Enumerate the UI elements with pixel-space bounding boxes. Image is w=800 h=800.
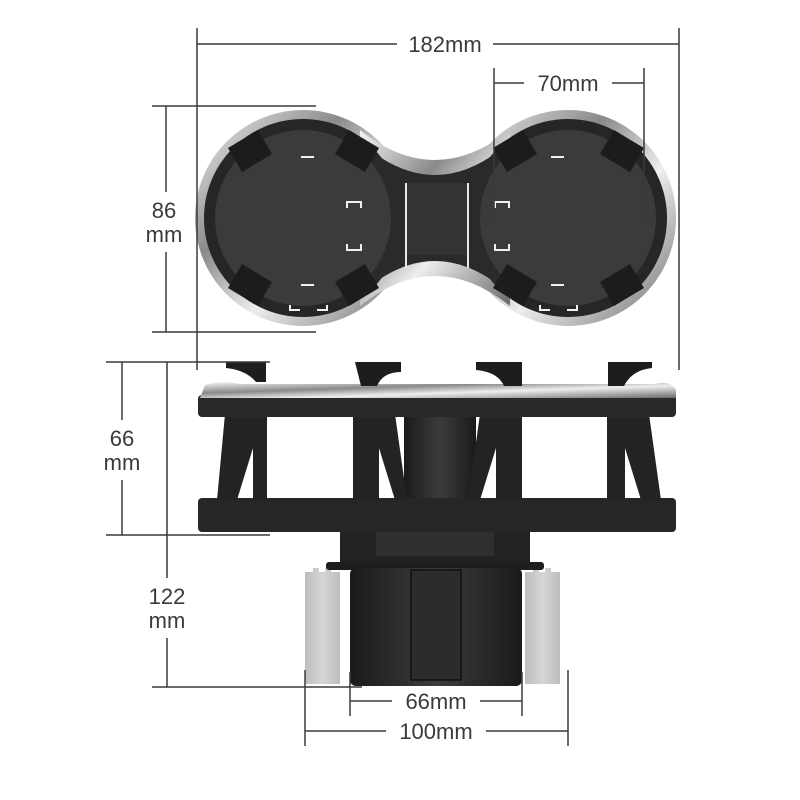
side-view [198, 362, 676, 686]
total-height-unit: mm [149, 608, 186, 633]
grip-pads [228, 130, 644, 306]
overall-width-label: 182mm [408, 32, 481, 57]
struts [217, 414, 661, 500]
ghost-holder-walls [305, 568, 560, 684]
upper-ring [198, 395, 676, 417]
cup-markings [289, 156, 578, 311]
top-depth-value: 86 [152, 198, 176, 223]
top-view [195, 110, 676, 326]
base-max-diameter-label: 100mm [399, 719, 472, 744]
top-section-height-value: 66 [110, 426, 134, 451]
base-min-diameter-label: 66mm [405, 689, 466, 714]
top-section-height-unit: mm [104, 450, 141, 475]
base-stem [326, 528, 544, 686]
chrome-top-edge [200, 382, 676, 398]
lower-ring [198, 498, 676, 532]
cup-diameter-label: 70mm [537, 71, 598, 96]
total-height-value: 122 [149, 584, 186, 609]
dimension-lines [106, 28, 680, 746]
top-depth-unit: mm [146, 222, 183, 247]
top-body [204, 119, 667, 317]
grip-fins [226, 362, 652, 386]
